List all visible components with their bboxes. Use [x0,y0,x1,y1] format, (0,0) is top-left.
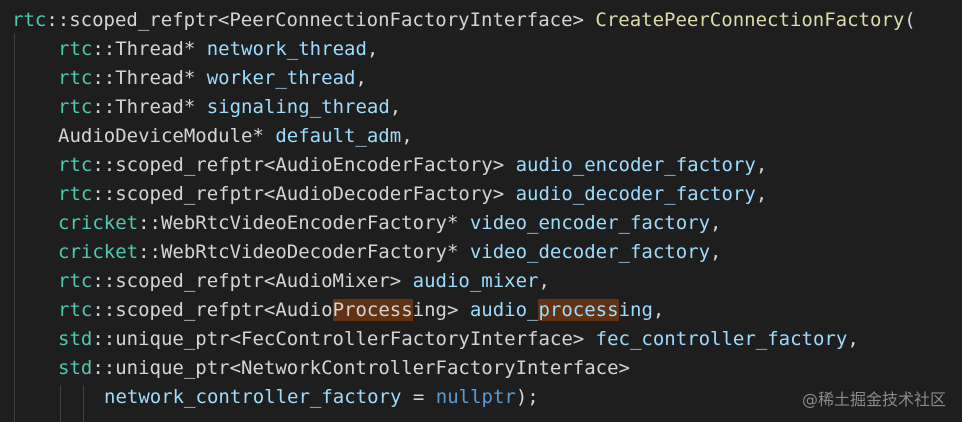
search-highlight: Process [332,299,413,321]
code-line-2: rtc::Thread* network_thread, [58,38,379,60]
code-line-6: rtc::scoped_refptr<AudioEncoderFactory> … [58,154,768,176]
parameter-name: worker_thread [206,67,356,89]
indent-guide [60,385,61,422]
function-name: CreatePeerConnectionFactory [595,9,905,31]
parameter-name: audio_encoder_factory [515,154,756,176]
code-line-3: rtc::Thread* worker_thread, [58,67,367,89]
code-line-14: network_controller_factory = nullptr); [104,386,539,408]
indent-guide [83,385,84,422]
parameter-name: video_decoder_factory [469,241,711,263]
parameter-name: fec_controller_factory [595,328,848,350]
watermark: @稀土掘金技术社区 [801,390,946,409]
parameter-name: network_thread [206,38,367,60]
code-line-10: rtc::scoped_refptr<AudioMixer> audio_mix… [58,270,550,292]
code-line-5: AudioDeviceModule* default_adm, [58,125,413,147]
code-line-7: rtc::scoped_refptr<AudioDecoderFactory> … [58,183,768,205]
indent-guide [14,33,15,422]
code-line-8: cricket::WebRtcVideoEncoderFactory* vide… [58,212,722,234]
code-line-11: rtc::scoped_refptr<AudioProcessing> audi… [58,299,665,321]
parameter-name: default_adm [275,125,402,147]
code-line-13: std::unique_ptr<NetworkControllerFactory… [58,357,630,379]
parameter-name: signaling_thread [206,96,390,118]
parameter-name: video_encoder_factory [469,212,711,234]
parameter-name: audio_mixer [412,270,539,292]
code-line-9: cricket::WebRtcVideoDecoderFactory* vide… [58,241,722,263]
namespace-token: rtc [12,9,47,31]
parameter-name: audio_decoder_factory [515,183,756,205]
keyword-token: nullptr [435,386,516,408]
type-token: scoped_refptr<PeerConnectionFactoryInter… [69,9,596,31]
code-line-4: rtc::Thread* signaling_thread, [58,96,402,118]
search-highlight: process [538,299,619,321]
parameter-name: network_controller_factory [104,386,402,408]
code-line-1: rtc::scoped_refptr<PeerConnectionFactory… [12,9,916,31]
code-line-12: std::unique_ptr<FecControllerFactoryInte… [58,328,859,350]
